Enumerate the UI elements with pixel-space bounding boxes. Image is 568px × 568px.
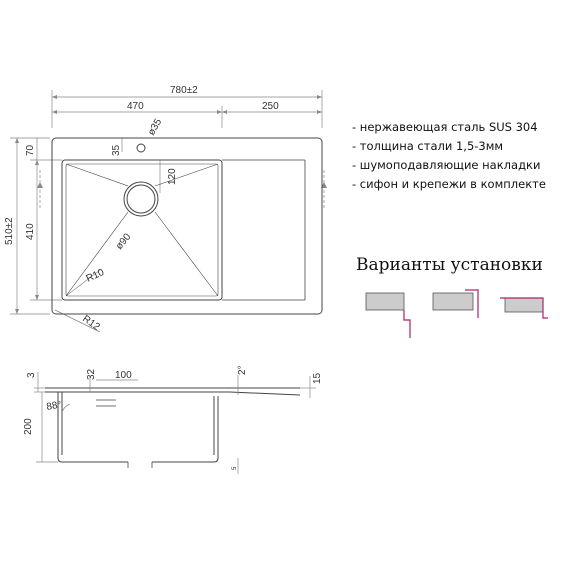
label-outer-radius: R12 <box>80 313 102 333</box>
label-inner-radius: R10 <box>85 267 107 285</box>
variants-title: Варианты установки <box>356 255 543 275</box>
spec-list: - нержавеющая сталь SUS 304 - толщина ст… <box>352 118 546 194</box>
label-tap-hole-diameter: ø35 <box>146 117 164 138</box>
install-variant-1 <box>365 292 411 338</box>
spec-item: - сифон и крепежи в комплекте <box>352 177 546 191</box>
label-top-offset: 70 <box>25 144 36 156</box>
bowl-outline <box>61 159 223 301</box>
label-angle: 88° <box>46 399 63 412</box>
label-drainboard-lip: 15 <box>312 372 323 384</box>
label-tap-hole-offset: 35 <box>111 144 122 156</box>
install-variant-3 <box>500 297 548 319</box>
label-slope: 2° <box>237 365 248 375</box>
label-bowl-height: 410 <box>25 223 36 240</box>
label-edge-small: 5 <box>232 466 238 470</box>
label-drain-offset: 120 <box>167 168 178 185</box>
section-profile <box>45 387 301 463</box>
spec-item: - толщина стали 1,5-3мм <box>352 139 504 153</box>
label-drain-x-offset: 32 <box>86 368 97 380</box>
tap-hole <box>136 143 146 153</box>
label-section-depth: 200 <box>23 418 34 435</box>
sink-outline <box>51 137 323 315</box>
label-drainboard-width: 250 <box>262 101 279 112</box>
drain-circle <box>123 181 159 217</box>
label-bowl-width: 470 <box>127 101 144 112</box>
spec-item: - шумоподавляющие накладки <box>352 158 541 172</box>
label-drain-diameter: ø90 <box>114 231 134 252</box>
install-variant-2 <box>432 289 479 318</box>
label-total-height: 510±2 <box>4 217 15 245</box>
label-rim-thickness: 3 <box>26 372 37 378</box>
label-total-width: 780±2 <box>170 85 198 96</box>
label-drain-spacing: 100 <box>115 370 132 381</box>
spec-item: - нержавеющая сталь SUS 304 <box>352 120 538 134</box>
